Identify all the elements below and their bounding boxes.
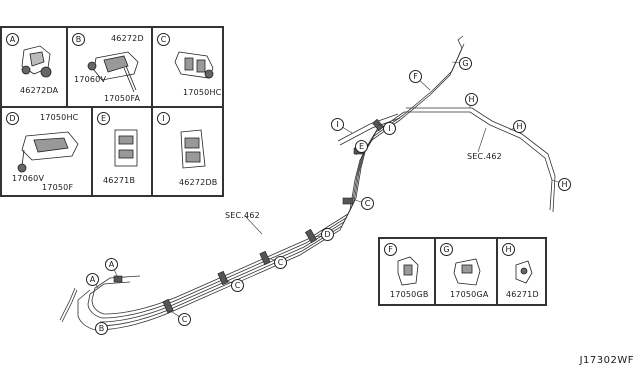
detail-cell-f: F 17050GB — [379, 238, 435, 305]
detail-letter-f: F — [384, 243, 397, 256]
callout-g: G — [459, 57, 472, 70]
detail-cell-h: H 46271D — [497, 238, 546, 305]
part-17060v: 17060V — [74, 75, 107, 84]
detail-letter-h: H — [502, 243, 515, 256]
callout-d: D — [321, 228, 334, 241]
part-17050ga: 17050GA — [450, 290, 489, 299]
callout-h: H — [465, 93, 478, 106]
detail-letter-i: I — [157, 112, 170, 125]
detail-cell-e: E 46271B — [92, 107, 152, 196]
detail-cell-i: I 46272DB — [152, 107, 223, 196]
part-17050f: 17050F — [42, 183, 74, 192]
callout-a: A — [86, 273, 99, 286]
callout-c: C — [274, 256, 287, 269]
detail-cell-g: G 17050GA — [435, 238, 497, 305]
detail-cell-d: D 17050HC 17060V 17050F — [1, 107, 92, 196]
callout-i: I — [331, 118, 344, 131]
part-46271b: 46271B — [103, 176, 136, 185]
callout-e: E — [355, 140, 368, 153]
clamp-17050hc-icon — [174, 51, 214, 79]
callout-i: I — [383, 122, 396, 135]
callout-b: B — [95, 322, 108, 335]
callout-c: C — [231, 279, 244, 292]
detail-panel-bottom: F 17050GB G 17050GA H 46271D — [378, 237, 547, 306]
sec-label-right: SEC.462 — [467, 152, 502, 161]
part-17060v-d: 17060V — [12, 174, 45, 183]
diagram-id: J17302WF — [579, 355, 634, 366]
callout-a: A — [105, 258, 118, 271]
sec-label-center: SEC.462 — [225, 211, 260, 220]
detail-cell-c: C 17050HC — [152, 27, 223, 107]
part-17050gb: 17050GB — [390, 290, 429, 299]
callout-c: C — [361, 197, 374, 210]
clip-46271d-icon — [515, 260, 533, 284]
clamp-assembly-d-icon — [17, 131, 79, 173]
clamp-46271b-icon — [114, 129, 138, 167]
part-46272da: 46272DA — [20, 86, 59, 95]
part-46272db: 46272DB — [179, 178, 218, 187]
part-17050fa: 17050FA — [104, 94, 141, 103]
part-17050hc-d: 17050HC — [40, 113, 79, 122]
detail-letter-d: D — [6, 112, 19, 125]
part-46271d: 46271D — [506, 290, 539, 299]
detail-panel-top: A 46272DA B 46272D 17060V 17050FA — [0, 26, 224, 197]
callout-h: H — [513, 120, 526, 133]
clamp-46272db-icon — [180, 129, 206, 169]
detail-letter-e: E — [97, 112, 110, 125]
detail-cell-a: A 46272DA — [1, 27, 67, 107]
callout-h: H — [558, 178, 571, 191]
callout-f: F — [409, 70, 422, 83]
detail-letter-c: C — [157, 33, 170, 46]
detail-letter-a: A — [6, 33, 19, 46]
detail-cell-b: B 46272D 17060V 17050FA — [67, 27, 152, 107]
clamp-46272da-icon — [21, 45, 52, 78]
part-17050hc: 17050HC — [183, 88, 222, 97]
part-46272d: 46272D — [111, 34, 144, 43]
detail-letter-g: G — [440, 243, 453, 256]
callout-c: C — [178, 313, 191, 326]
clip-17050gb-icon — [397, 256, 419, 286]
clip-17050ga-icon — [453, 258, 481, 286]
clamp-assembly-b-icon — [87, 51, 139, 93]
detail-letter-b: B — [72, 33, 85, 46]
